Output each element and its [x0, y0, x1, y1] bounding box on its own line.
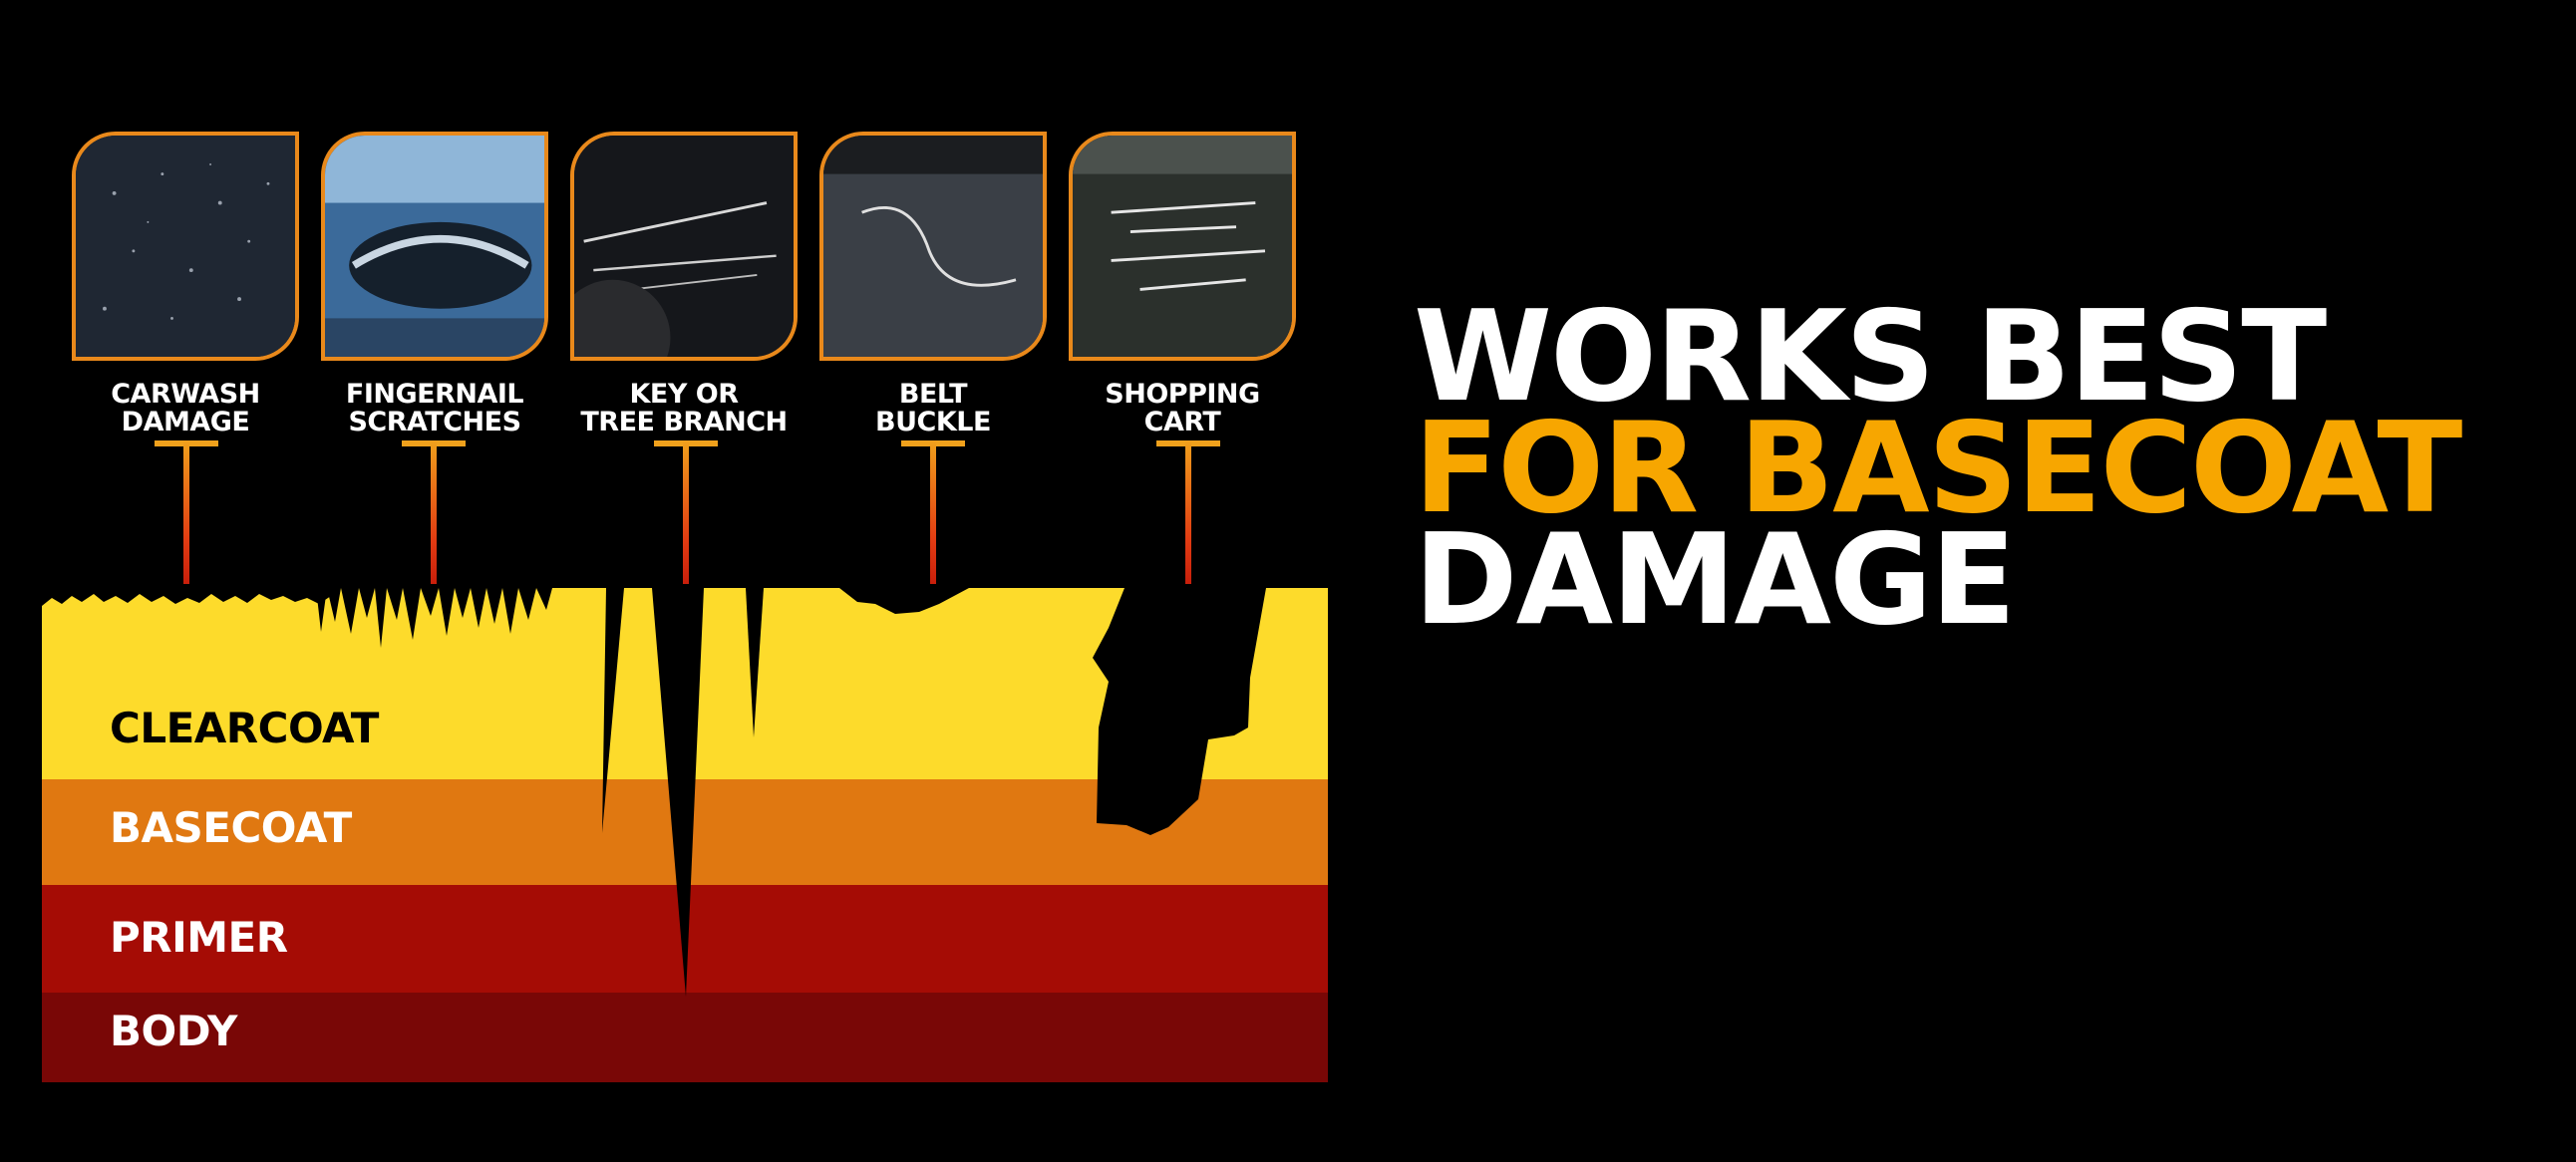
- key-scratch-cut: [652, 588, 704, 997]
- belt-buckle-scratch-photo: [819, 132, 1047, 361]
- headline-line-2: FOR BASECOAT: [1414, 395, 2462, 541]
- connector-fingernail: [402, 440, 466, 590]
- paint-layers-diagram: CLEARCOAT BASECOAT PRIMER BODY: [42, 588, 1328, 1082]
- shopping-cart-scratch-photo: [1069, 132, 1296, 361]
- headline-line-3: DAMAGE: [1414, 506, 2017, 653]
- carwash-damage-photo: [72, 132, 299, 361]
- carwash-damage-notches: [42, 588, 337, 606]
- headline: WORKS BEST FOR BASECOAT DAMAGE: [1414, 283, 2462, 653]
- shopping-cart-gouge: [1093, 588, 1266, 835]
- layer-label-basecoat: BASECOAT: [110, 803, 352, 852]
- layer-body-band: [42, 993, 1328, 1082]
- layer-label-body: BODY: [110, 1007, 237, 1055]
- connector-key: [654, 440, 718, 590]
- connector-cart: [1156, 440, 1220, 590]
- scratch-cut-1: [602, 588, 624, 833]
- fingernail-scratches-photo: [321, 132, 548, 361]
- belt-buckle-gouge: [839, 588, 969, 614]
- connector-carwash: [155, 440, 218, 590]
- layer-label-primer: PRIMER: [110, 913, 288, 962]
- headline-line-1: WORKS BEST: [1414, 283, 2327, 430]
- key-scratch-photo: [570, 132, 798, 361]
- scratch-cut-2: [746, 588, 764, 737]
- fingernail-scratch-notches: [316, 588, 552, 648]
- connector-belt: [901, 440, 965, 590]
- layer-label-clearcoat: CLEARCOAT: [110, 704, 379, 752]
